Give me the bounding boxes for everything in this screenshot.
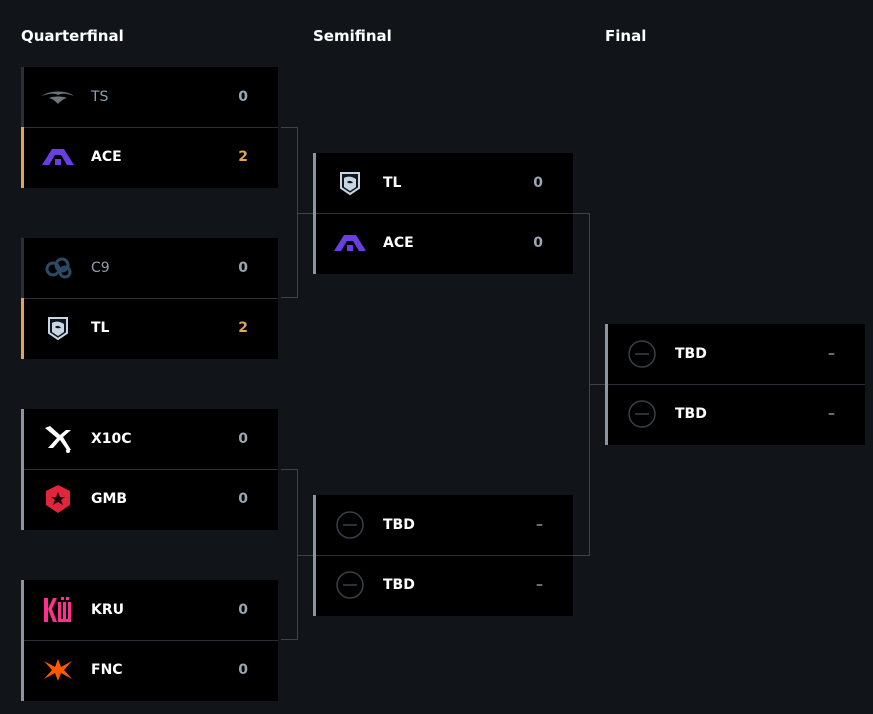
- kru-icon: [41, 596, 75, 624]
- team-name: TL: [91, 320, 110, 336]
- team-score: –: [536, 517, 543, 533]
- team-name: C9: [91, 260, 110, 276]
- team-name: TBD: [383, 577, 415, 593]
- team-score: 0: [238, 602, 248, 618]
- team-row-c9[interactable]: C9 0: [21, 238, 278, 299]
- team-row-tbd[interactable]: TBD –: [605, 324, 865, 385]
- team-liquid-icon: [333, 169, 367, 197]
- tbd-icon: [333, 571, 367, 599]
- team-score: 2: [238, 149, 248, 165]
- team-row-tbd[interactable]: TBD –: [313, 555, 573, 616]
- team-row-tbd[interactable]: TBD –: [313, 495, 573, 556]
- team-score: 0: [533, 175, 543, 191]
- team-row-x10c[interactable]: X10C 0: [21, 409, 278, 470]
- team-name: TBD: [675, 406, 707, 422]
- cloud9-icon: [41, 254, 75, 282]
- tbd-icon: [625, 340, 659, 368]
- team-row-ts[interactable]: TS 0: [21, 67, 278, 128]
- team-row-kru[interactable]: KRU 0: [21, 580, 278, 641]
- tbd-icon: [333, 511, 367, 539]
- team-score: 0: [533, 235, 543, 251]
- team-name: KRU: [91, 602, 124, 618]
- team-name: TBD: [675, 346, 707, 362]
- team-liquid-icon: [41, 314, 75, 342]
- team-score: –: [536, 577, 543, 593]
- team-name: ACE: [383, 235, 414, 251]
- team-row-ace[interactable]: ACE 0: [313, 213, 573, 274]
- team-row-tl[interactable]: TL 2: [21, 298, 278, 359]
- team-score: 0: [238, 662, 248, 678]
- round-title-final: Final: [605, 27, 647, 45]
- team-name: TS: [91, 89, 109, 105]
- team-row-tl[interactable]: TL 0: [313, 153, 573, 214]
- team-name: TBD: [383, 517, 415, 533]
- round-title-semifinal: Semifinal: [313, 27, 392, 45]
- team-row-tbd[interactable]: TBD –: [605, 384, 865, 445]
- tbd-icon: [625, 400, 659, 428]
- team-name: TL: [383, 175, 402, 191]
- team-name: GMB: [91, 491, 128, 507]
- team-score: 0: [238, 260, 248, 276]
- x10c-icon: [41, 425, 75, 453]
- team-row-ace[interactable]: ACE 2: [21, 127, 278, 188]
- gambit-icon: [41, 485, 75, 513]
- team-secret-icon: [41, 83, 75, 111]
- team-score: 2: [238, 320, 248, 336]
- fnatic-icon: [41, 656, 75, 684]
- team-name: FNC: [91, 662, 123, 678]
- team-score: 0: [238, 431, 248, 447]
- team-name: ACE: [91, 149, 122, 165]
- ace-icon: [41, 143, 75, 171]
- team-score: 0: [238, 89, 248, 105]
- ace-icon: [333, 229, 367, 257]
- team-row-fnc[interactable]: FNC 0: [21, 640, 278, 701]
- team-score: 0: [238, 491, 248, 507]
- team-score: –: [828, 406, 835, 422]
- team-name: X10C: [91, 431, 132, 447]
- team-score: –: [828, 346, 835, 362]
- team-row-gmb[interactable]: GMB 0: [21, 469, 278, 530]
- round-title-quarterfinal: Quarterfinal: [21, 27, 124, 45]
